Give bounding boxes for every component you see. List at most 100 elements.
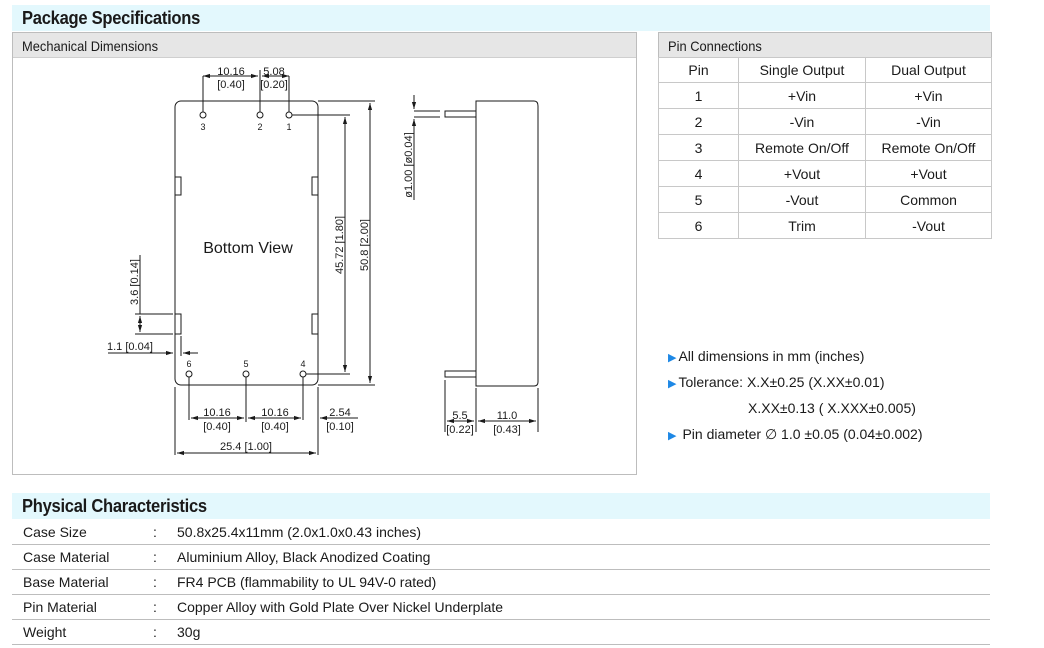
single-output-function: -Vin — [738, 108, 866, 135]
dual-output-function: +Vout — [865, 160, 992, 187]
mechanical-dimensions-header: Mechanical Dimensions — [13, 33, 636, 58]
physical-value: 30g — [177, 624, 201, 640]
physical-label: Pin Material — [23, 599, 97, 615]
table-row: 2 -Vin -Vin — [658, 108, 992, 135]
table-row: 6 Trim -Vout — [658, 212, 992, 239]
table-row: 5 -Vout Common — [658, 186, 992, 213]
pin-2-circle — [256, 111, 264, 119]
physical-value: FR4 PCB (flammability to UL 94V-0 rated) — [177, 574, 437, 590]
physical-value: Aluminium Alloy, Black Anodized Coating — [177, 549, 431, 565]
dim-bottom-pitch2-mm: 10.16 — [261, 407, 289, 419]
bottom-view-label: Bottom View — [203, 240, 293, 257]
pin-number: 2 — [658, 108, 739, 135]
pin-number: 4 — [658, 160, 739, 187]
header-pin: Pin — [658, 57, 739, 83]
pin-6-circle — [185, 370, 193, 378]
physical-row: Case Size : 50.8x25.4x11mm (2.0x1.0x0.43… — [12, 520, 990, 545]
pin-side-bottom — [444, 370, 477, 378]
pin-label-6: 6 — [186, 359, 191, 369]
physical-separator: : — [153, 624, 157, 640]
pin-number: 1 — [658, 82, 739, 109]
physical-label: Weight — [23, 624, 67, 640]
dim-width: 25.4 [1.00] — [220, 441, 272, 453]
dim-tab-depth: 1.1 [0.04] — [107, 341, 153, 353]
dim-edge-offset-in: [0.10] — [326, 421, 354, 433]
side-tab — [174, 176, 182, 196]
single-output-function: Trim — [738, 212, 866, 239]
dim-height-in: [0.43] — [493, 424, 521, 436]
dual-output-function: -Vin — [865, 108, 992, 135]
dim-pin-length-in: [0.22] — [446, 424, 474, 436]
physical-row: Weight : 30g — [12, 620, 990, 645]
side-tab — [311, 313, 319, 335]
dim-tab-height: 3.6 [0.14] — [129, 259, 141, 305]
physical-separator: : — [153, 524, 157, 540]
table-row: 1 +Vin +Vin — [658, 82, 992, 109]
single-output-function: Remote On/Off — [738, 134, 866, 161]
mechanical-dimensions-label: Mechanical Dimensions — [22, 38, 159, 54]
dim-top-offset-in: [0.20] — [260, 79, 288, 91]
header-dual-output: Dual Output — [865, 57, 992, 83]
dim-height-mm: 11.0 — [497, 410, 518, 422]
physical-separator: : — [153, 549, 157, 565]
dim-bottom-pitch2-in: [0.40] — [261, 421, 289, 433]
pin-connections-panel: Pin Connections — [658, 32, 992, 58]
physical-row: Pin Material : Copper Alloy with Gold Pl… — [12, 595, 990, 620]
physical-row: Case Material : Aluminium Alloy, Black A… — [12, 545, 990, 570]
physical-row: Base Material : FR4 PCB (flammability to… — [12, 570, 990, 595]
physical-separator: : — [153, 599, 157, 615]
mechanical-dimensions-panel: Mechanical Dimensions — [12, 32, 637, 475]
table-row: 4 +Vout +Vout — [658, 160, 992, 187]
pin-number: 6 — [658, 212, 739, 239]
note-item: ▶Tolerance: X.X±0.25 (X.XX±0.01) — [668, 374, 885, 390]
dual-output-function: Common — [865, 186, 992, 213]
dual-output-function: Remote On/Off — [865, 134, 992, 161]
pin-1-circle — [285, 111, 293, 119]
dim-top-offset-mm: 5.08 — [263, 66, 284, 78]
physical-value: 50.8x25.4x11mm (2.0x1.0x0.43 inches) — [177, 524, 422, 540]
pin-label-5: 5 — [243, 359, 248, 369]
physical-label: Base Material — [23, 574, 109, 590]
side-tab — [174, 313, 182, 335]
dual-output-function: +Vin — [865, 82, 992, 109]
physical-characteristics-title: Physical Characteristics — [22, 496, 207, 516]
dim-pin-diameter: ø1.00 [ø0.04] — [403, 132, 415, 197]
package-specs-header: Package Specifications — [12, 5, 990, 31]
triangle-bullet-icon: ▶ — [668, 378, 677, 390]
dim-edge-offset-mm: 2.54 — [329, 407, 350, 419]
pin-label-1: 1 — [286, 122, 291, 132]
pin-label-3: 3 — [200, 122, 205, 132]
package-specs-title: Package Specifications — [22, 8, 201, 28]
pin-connections-label: Pin Connections — [668, 38, 762, 54]
mechanical-drawing: 10.16 [0.40] 5.08 [0.20] 3 2 1 6 5 4 Bot… — [107, 66, 539, 456]
single-output-function: +Vin — [738, 82, 866, 109]
dual-output-function: -Vout — [865, 212, 992, 239]
side-tab — [311, 176, 319, 196]
physical-label: Case Size — [23, 524, 87, 540]
table-row: 3 Remote On/Off Remote On/Off — [658, 134, 992, 161]
pin-side-top — [444, 110, 477, 118]
pin-number: 3 — [658, 134, 739, 161]
pin-5-circle — [242, 370, 250, 378]
table-header-row: Pin Single Output Dual Output — [658, 57, 992, 83]
header-single-output: Single Output — [738, 57, 866, 83]
note-item: ▶Pin diameter ∅ 1.0 ±0.05 (0.04±0.002) — [668, 426, 923, 442]
dim-top-pitch-in: [0.40] — [217, 79, 245, 91]
dim-pin-length-mm: 5.5 — [452, 410, 467, 422]
physical-label: Case Material — [23, 549, 110, 565]
dim-bottom-pitch1-in: [0.40] — [203, 421, 231, 433]
dim-length: 50.8 [2.00] — [359, 219, 371, 271]
dim-bottom-pitch1-mm: 10.16 — [203, 407, 231, 419]
triangle-bullet-icon: ▶ — [668, 352, 677, 364]
note-item: ▶All dimensions in mm (inches) — [668, 348, 865, 364]
physical-separator: : — [153, 574, 157, 590]
module-body-side-view — [475, 100, 539, 387]
triangle-bullet-icon: ▶ — [668, 430, 677, 442]
single-output-function: +Vout — [738, 160, 866, 187]
pin-connections-header: Pin Connections — [659, 33, 991, 58]
pin-4-circle — [299, 370, 307, 378]
physical-characteristics-header: Physical Characteristics — [12, 493, 990, 519]
pin-label-4: 4 — [300, 359, 305, 369]
physical-value: Copper Alloy with Gold Plate Over Nickel… — [177, 599, 504, 615]
pin-3-circle — [199, 111, 207, 119]
